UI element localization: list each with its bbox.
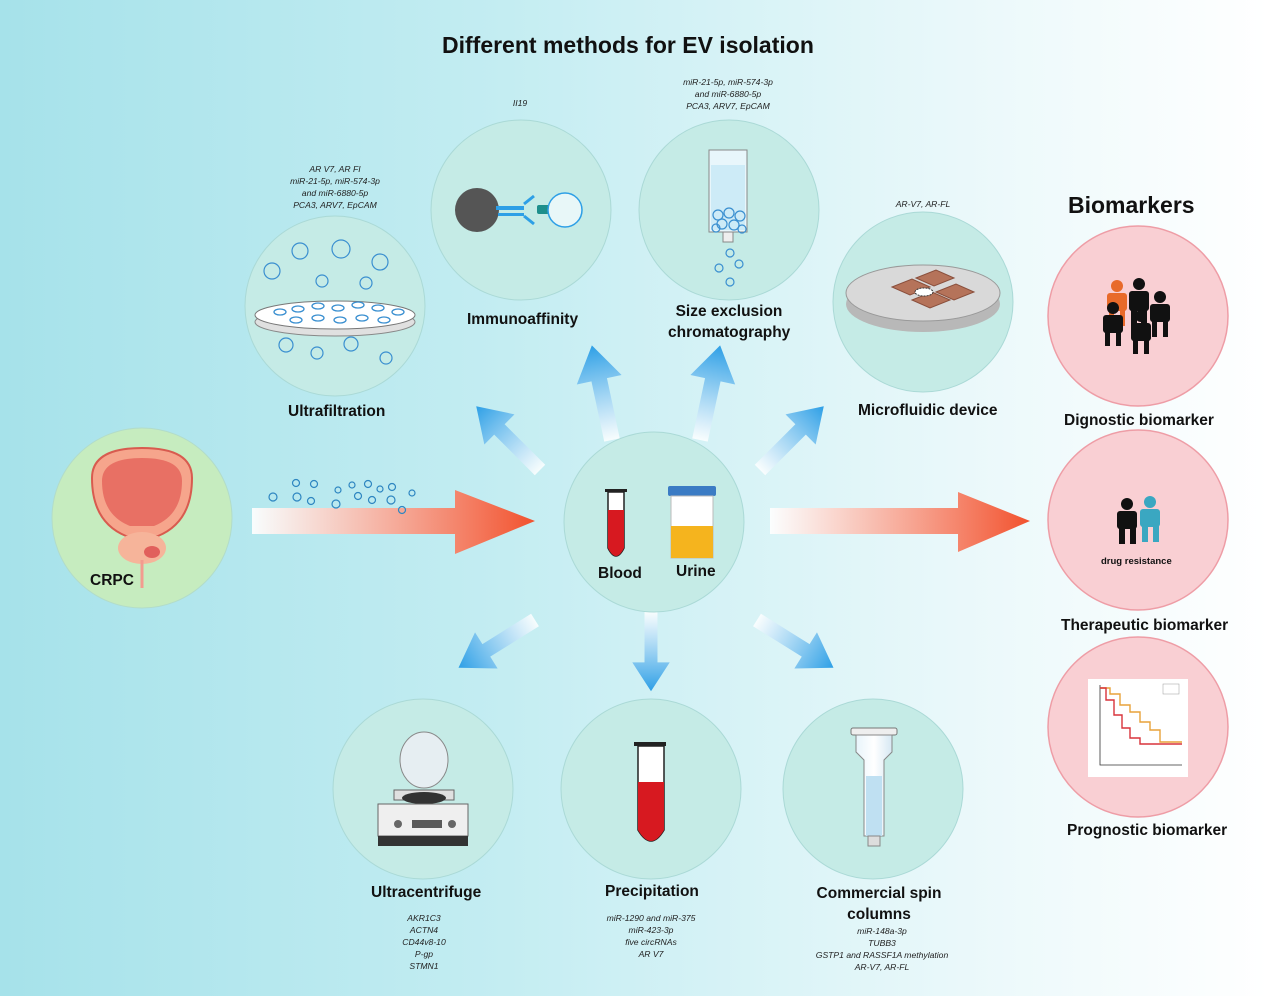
precipitation-markers: miR-1290 and miR-375 miR-423-3p five cir… xyxy=(596,912,706,960)
marker-line: STMN1 xyxy=(409,961,439,971)
microfluidic-label: Microfluidic device xyxy=(858,402,998,419)
arrow-crpc-to-center xyxy=(252,490,535,554)
ultracentrifuge-label: Ultracentrifuge xyxy=(371,884,482,901)
figure-title: Different methods for EV isolation xyxy=(442,32,814,58)
blood-tube-icon xyxy=(605,489,627,557)
therapeutic-circle xyxy=(1047,429,1229,611)
people-icon xyxy=(1117,496,1160,544)
marker-line: miR-21-5p, miR-574-3p xyxy=(290,176,380,186)
size-exclusion-label-line1: Size exclusion xyxy=(675,303,783,320)
arrow-to-spin-columns xyxy=(745,601,845,686)
diagnostic-circle xyxy=(1047,225,1229,407)
urine-label: Urine xyxy=(676,563,716,580)
microfluidic-circle xyxy=(832,211,1014,393)
spin-columns-label: Commercial spin columns xyxy=(814,883,944,925)
arrow-to-precipitation xyxy=(632,612,670,692)
ultrafiltration-label: Ultrafiltration xyxy=(288,403,386,420)
marker-line: AR V7 xyxy=(638,949,664,959)
marker-line: and miR-6880-5p xyxy=(694,89,762,99)
size-exclusion-label: Size exclusion chromatography xyxy=(668,301,790,343)
marker-line: miR-148a-3p xyxy=(857,926,907,936)
marker-line: II19 xyxy=(512,98,528,108)
ultrafiltration-circle xyxy=(244,215,426,397)
marker-line: AR V7, AR FI xyxy=(309,164,361,174)
population-icon xyxy=(1103,278,1170,354)
arrow-to-size-exclusion xyxy=(677,340,743,445)
arrow-to-ultracentrifuge xyxy=(447,601,547,686)
ultrafiltration-markers: AR V7, AR FI miR-21-5p, miR-574-3p and m… xyxy=(270,163,400,211)
marker-line: five circRNAs xyxy=(625,937,677,947)
biomarkers-title: Biomarkers xyxy=(1068,192,1195,218)
marker-line: ACTN4 xyxy=(409,925,439,935)
marker-line: miR-1290 and miR-375 xyxy=(606,913,696,923)
marker-line: PCA3, ARV7, EpCAM xyxy=(293,200,377,210)
precipitation-label: Precipitation xyxy=(605,883,699,900)
marker-line: CD44v8-10 xyxy=(402,937,446,947)
marker-line: AR-V7, AR-FL xyxy=(895,199,951,209)
crpc-label: CRPC xyxy=(90,572,134,589)
prognostic-circle xyxy=(1047,636,1229,818)
marker-line: AKR1C3 xyxy=(407,913,441,923)
arrow-center-to-biomarkers xyxy=(770,492,1030,552)
spin-columns-label-line2: columns xyxy=(847,906,911,923)
center-circle xyxy=(563,431,745,613)
prognostic-biomarker-label: Prognostic biomarker xyxy=(1067,822,1228,839)
microfluidic-markers: AR-V7, AR-FL xyxy=(878,198,968,210)
size-exclusion-markers: miR-21-5p, miR-574-3p and miR-6880-5p PC… xyxy=(663,76,793,112)
urine-cup-icon xyxy=(668,486,716,559)
spin-columns-markers: miR-148a-3p TUBB3 GSTP1 and RASSF1A meth… xyxy=(807,925,957,973)
marker-line: P-gp xyxy=(414,949,434,959)
immunoaffinity-label: Immunoaffinity xyxy=(467,311,579,328)
marker-line: and miR-6880-5p xyxy=(301,188,369,198)
ultracentrifuge-markers: AKR1C3 ACTN4 CD44v8-10 P-gp STMN1 xyxy=(384,912,464,972)
marker-line: miR-21-5p, miR-574-3p xyxy=(683,77,773,87)
drug-resistance-label: drug resistance xyxy=(1101,556,1172,567)
immunoaffinity-markers: II19 xyxy=(490,97,550,109)
marker-line: TUBB3 xyxy=(868,938,896,948)
ev-particles xyxy=(268,478,416,515)
diagnostic-biomarker-label: Dignostic biomarker xyxy=(1064,412,1214,429)
marker-line: PCA3, ARV7, EpCAM xyxy=(686,101,770,111)
precipitation-circle xyxy=(560,698,742,880)
size-exclusion-label-line2: chromatography xyxy=(668,324,791,341)
ultracentrifuge-circle xyxy=(332,698,514,880)
blood-label: Blood xyxy=(598,565,642,582)
marker-line: AR-V7, AR-FL xyxy=(854,962,910,972)
spin-columns-label-line1: Commercial spin xyxy=(816,885,942,902)
arrow-to-ultrafiltration xyxy=(461,391,556,486)
arrow-to-microfluidic xyxy=(744,391,839,486)
immunoaffinity-circle xyxy=(430,119,612,301)
therapeutic-biomarker-label: Therapeutic biomarker xyxy=(1061,617,1229,634)
spin-columns-circle xyxy=(782,698,964,880)
marker-line: miR-423-3p xyxy=(628,925,674,935)
crpc-circle xyxy=(51,427,233,609)
survival-plot-icon xyxy=(1088,679,1188,777)
size-exclusion-circle xyxy=(638,119,820,301)
arrow-to-immunoaffinity xyxy=(569,340,635,445)
marker-line: GSTP1 and RASSF1A methylation xyxy=(815,950,949,960)
